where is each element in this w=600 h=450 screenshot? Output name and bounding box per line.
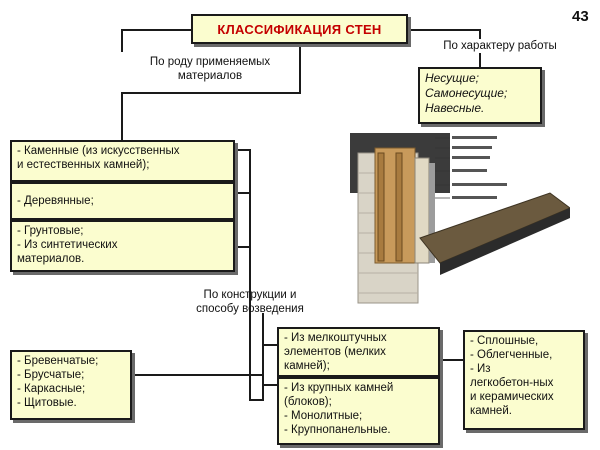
construction-item: - Облегченные, (470, 349, 553, 361)
construction-box-wood: - Бревенчатые; - Брусчатые; - Каркасные;… (10, 350, 132, 420)
heading-work: По характеру работы (443, 40, 557, 52)
construction-item: - Щитовые. (17, 397, 77, 409)
work-item: Самонесущие; (425, 86, 508, 100)
work-item: Навесные. (425, 101, 485, 115)
work-box: Несущие; Самонесущие; Навесные. (418, 67, 542, 124)
material-item: - Грунтовые; (17, 225, 84, 237)
title-box: КЛАССИФИКАЦИЯ СТЕН (191, 14, 408, 44)
material-item: - Каменные (из искусственных и естествен… (17, 145, 180, 171)
construction-item: - Крупнопанельные. (284, 424, 391, 436)
wall-section-illustration (350, 133, 570, 304)
construction-box-solidity: - Сплошные, - Облегченные, - Из легкобет… (463, 330, 585, 430)
construction-item: - Сплошные, (470, 335, 539, 347)
heading-construction: По конструкции и способу возведения (196, 289, 304, 315)
construction-item: - Монолитные; (284, 410, 363, 422)
construction-box-small-elements: - Из мелкоштучных элементов (мелких камн… (277, 327, 440, 377)
material-box-stone: - Каменные (из искусственных и естествен… (10, 140, 235, 182)
construction-item: - Из мелкоштучных элементов (мелких камн… (284, 332, 387, 372)
heading-materials: По роду применяемых материалов (149, 56, 271, 82)
work-item: Несущие; (425, 71, 479, 85)
construction-item: - Из легкобетон-ных и керамических камне… (470, 363, 554, 417)
material-item: - Деревянные; (17, 195, 94, 207)
construction-item: - Бревенчатые; (17, 355, 99, 367)
material-box-wood: - Деревянные; (10, 182, 235, 220)
construction-item: - Из крупных камней (блоков); (284, 382, 394, 408)
construction-item: - Брусчатые; (17, 369, 85, 381)
page-title: КЛАССИФИКАЦИЯ СТЕН (217, 21, 382, 37)
material-box-other: - Грунтовые; - Из синтетических материал… (10, 220, 235, 272)
construction-box-large-elements: - Из крупных камней (блоков); - Монолитн… (277, 377, 440, 445)
page-number: 43 (572, 8, 589, 25)
material-item: - Из синтетических материалов. (17, 239, 118, 265)
construction-item: - Каркасные; (17, 383, 86, 395)
